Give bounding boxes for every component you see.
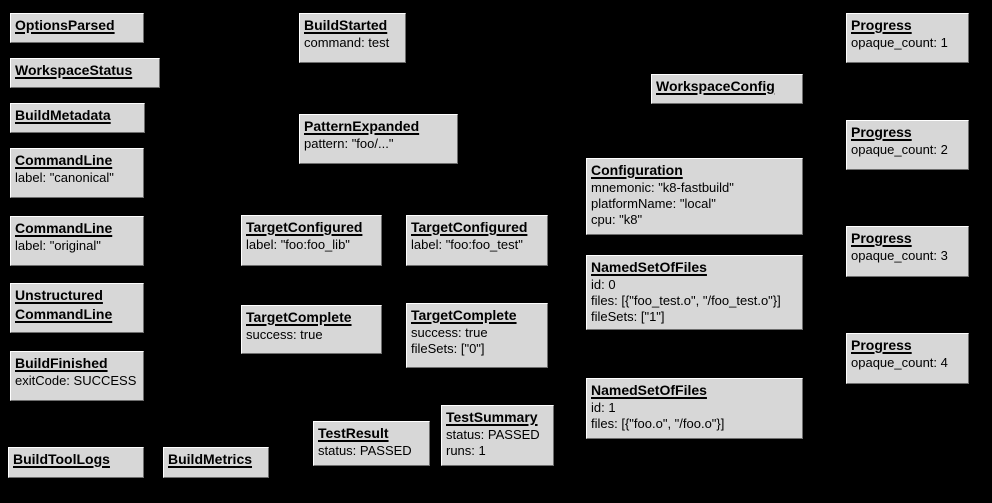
node-title: Progress [851, 124, 912, 140]
node-field: status: PASSED [446, 427, 540, 442]
node-field: runs: 1 [446, 443, 486, 458]
node-buildmetadata: BuildMetadata [10, 103, 145, 133]
node-field: exitCode: SUCCESS [15, 373, 137, 388]
node-field: label: "canonical" [15, 170, 114, 185]
node-title: BuildFinished [15, 355, 108, 371]
node-title: PatternExpanded [304, 118, 420, 134]
node-field: id: 1 [591, 400, 616, 415]
node-title: BuildMetadata [15, 107, 111, 123]
node-commandline: CommandLine label: "canonical" [10, 148, 144, 198]
node-title: BuildToolLogs [13, 451, 110, 467]
node-title: Progress [851, 17, 912, 33]
node-buildmetrics: BuildMetrics [163, 447, 269, 478]
node-field: files: [{"foo.o", "/foo.o"}] [591, 416, 725, 431]
node-title: BuildMetrics [168, 451, 253, 467]
node-title: NamedSetOfFiles [591, 259, 707, 275]
node-progress: Progress opaque_count: 2 [846, 120, 969, 170]
node-title: Progress [851, 230, 912, 246]
node-field: cpu: "k8" [591, 212, 643, 227]
node-title: TestSummary [446, 409, 538, 425]
node-title: Progress [851, 337, 912, 353]
node-buildstarted: BuildStarted command: test [299, 13, 406, 63]
node-field: platformName: "local" [591, 196, 716, 211]
node-field: opaque_count: 1 [851, 35, 948, 50]
node-field: id: 0 [591, 277, 616, 292]
node-field: label: "foo:foo_test" [411, 237, 523, 252]
node-title: CommandLine [15, 220, 113, 236]
node-field: success: true [246, 327, 323, 342]
node-title: Configuration [591, 162, 683, 178]
node-title: TargetComplete [411, 307, 517, 323]
node-targetcomplete: TargetComplete success: true [241, 305, 382, 354]
node-progress: Progress opaque_count: 4 [846, 333, 969, 384]
node-field: fileSets: ["1"] [591, 309, 665, 324]
node-title: NamedSetOfFiles [591, 382, 707, 398]
node-commandline: CommandLine label: "original" [10, 216, 144, 266]
node-field: fileSets: ["0"] [411, 341, 485, 356]
node-configuration: Configuration mnemonic: "k8-fastbuild"pla… [586, 158, 803, 235]
node-field: files: [{"foo_test.o", "/foo_test.o"}] [591, 293, 781, 308]
node-field: mnemonic: "k8-fastbuild" [591, 180, 734, 195]
node-title: Unstructured [15, 287, 103, 303]
node-testresult: TestResult status: PASSED [313, 421, 430, 466]
node-targetconfigured: TargetConfigured label: "foo:foo_lib" [241, 215, 382, 266]
node-title: TestResult [318, 425, 389, 441]
node-field: opaque_count: 3 [851, 248, 948, 263]
node-title: WorkspaceConfig [656, 78, 775, 94]
node-field: command: test [304, 35, 390, 50]
node-progress: Progress opaque_count: 3 [846, 226, 969, 277]
node-targetconfigured: TargetConfigured label: "foo:foo_test" [406, 215, 548, 266]
node-field: label: "original" [15, 238, 101, 253]
node-title: TargetComplete [246, 309, 352, 325]
node-title: CommandLine [15, 152, 113, 168]
node-title: CommandLine [15, 306, 113, 322]
node-patternexpanded: PatternExpanded pattern: "foo/..." [299, 114, 458, 164]
node-progress: Progress opaque_count: 1 [846, 13, 969, 63]
node-optionsparsed: OptionsParsed [10, 13, 144, 43]
node-title: WorkspaceStatus [15, 62, 133, 78]
node-field: pattern: "foo/..." [304, 136, 394, 151]
node-title: OptionsParsed [15, 17, 115, 33]
node-workspaceconfig: WorkspaceConfig [651, 74, 803, 104]
node-buildtoollogs: BuildToolLogs [8, 447, 144, 478]
node-title: TargetConfigured [246, 219, 363, 235]
node-field: status: PASSED [318, 443, 412, 458]
node-buildfinished: BuildFinished exitCode: SUCCESS [10, 351, 144, 401]
node-title: TargetConfigured [411, 219, 528, 235]
node-title: BuildStarted [304, 17, 388, 33]
node-field: opaque_count: 4 [851, 355, 948, 370]
node-field: opaque_count: 2 [851, 142, 948, 157]
node-field: success: true [411, 325, 488, 340]
node-field: label: "foo:foo_lib" [246, 237, 350, 252]
node-workspacestatus: WorkspaceStatus [10, 58, 160, 88]
